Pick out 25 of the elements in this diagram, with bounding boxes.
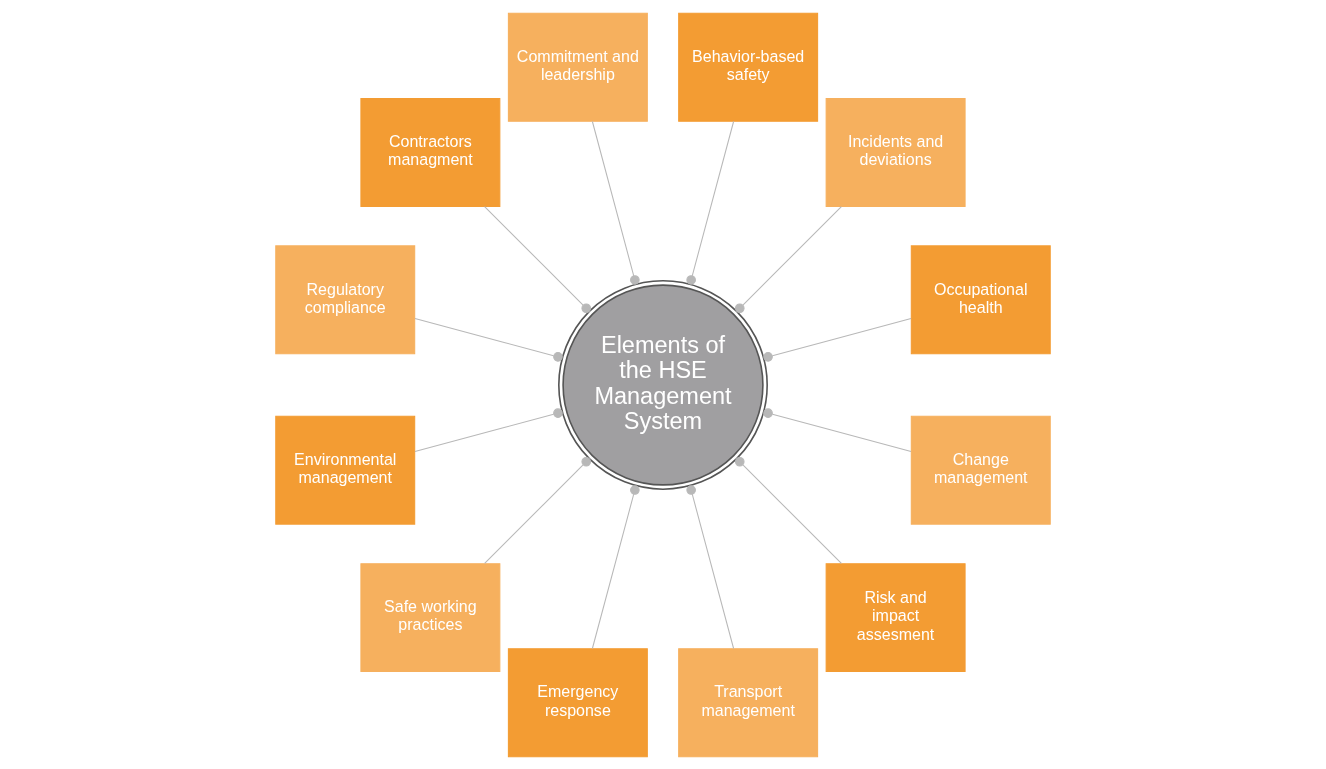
connector bbox=[484, 205, 592, 313]
node-box: Transport management bbox=[678, 647, 819, 757]
connector bbox=[734, 456, 842, 564]
node-box: Occupational health bbox=[910, 244, 1051, 354]
node-box: Commitment and leadership bbox=[507, 12, 648, 122]
connector bbox=[686, 484, 735, 649]
node-box: Incidents and deviations bbox=[825, 97, 966, 207]
node-box: Regulatory compliance bbox=[275, 244, 416, 354]
node-box: Risk and impact assesment bbox=[825, 562, 966, 672]
node-circle: Elements of the HSE Management System bbox=[558, 279, 768, 490]
node-box: Contractors managment bbox=[360, 97, 501, 207]
node-box: Safe working practices bbox=[360, 562, 501, 672]
node-box: Emergency response bbox=[507, 647, 648, 757]
connector bbox=[763, 317, 912, 362]
connector bbox=[484, 456, 592, 564]
node-box: Environmental management bbox=[275, 415, 416, 525]
connector bbox=[414, 317, 563, 362]
node-box: Behavior-based safety bbox=[678, 12, 819, 122]
connector bbox=[591, 484, 640, 649]
connector bbox=[591, 120, 640, 285]
node-box: Change management bbox=[910, 415, 1051, 525]
connector bbox=[414, 407, 563, 452]
connector bbox=[763, 407, 912, 452]
connector bbox=[734, 205, 842, 313]
connector bbox=[686, 120, 735, 285]
